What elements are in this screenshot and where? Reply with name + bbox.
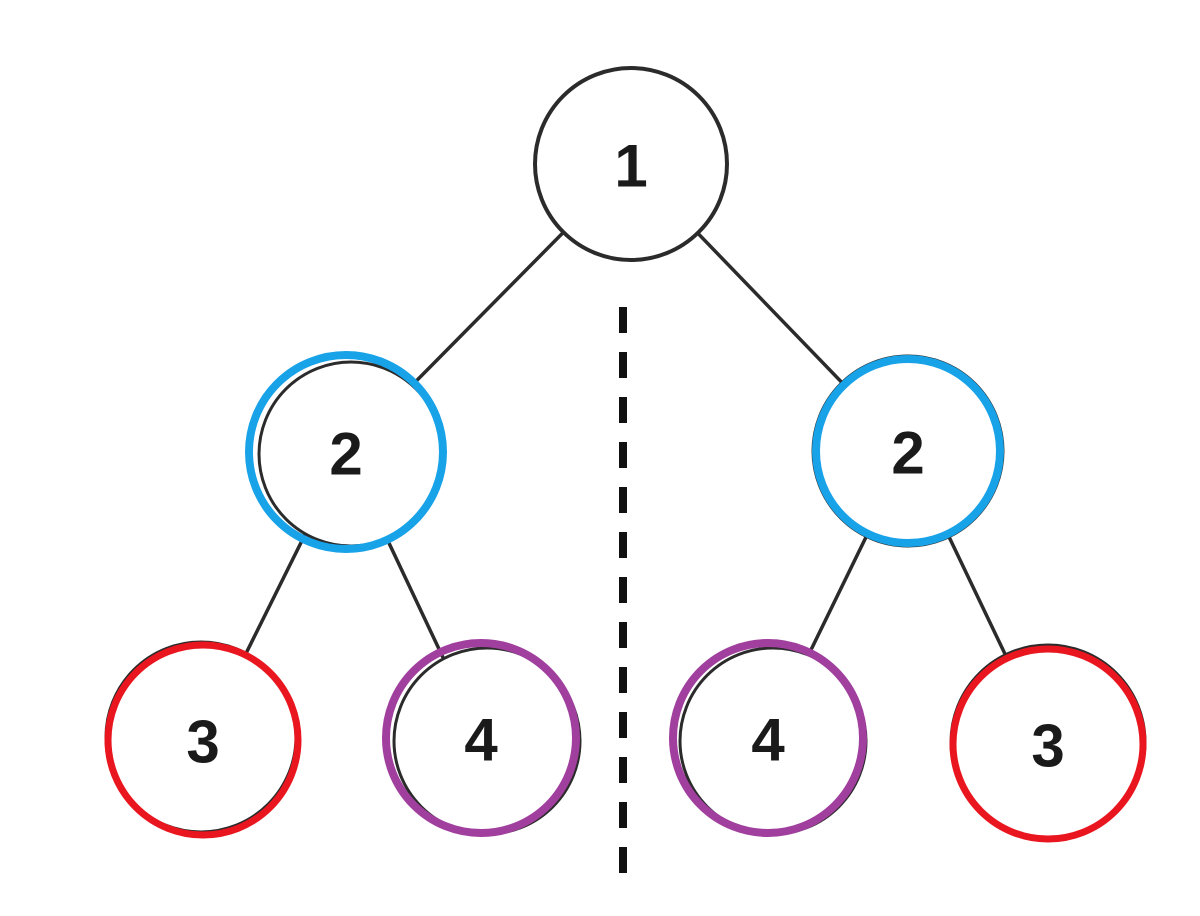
- node-highlight-ring: [245, 351, 447, 553]
- tree-node-left-2: 2: [245, 351, 447, 553]
- tree-node-left-3: 3: [104, 640, 302, 839]
- tree-node-right-3: 3: [949, 643, 1147, 843]
- node-highlight-ring: [949, 645, 1147, 843]
- node-label: 4: [464, 707, 498, 774]
- node-outline-circle: [533, 66, 729, 262]
- node-label: 2: [329, 421, 362, 488]
- tree-node-right-2: 2: [811, 354, 1005, 548]
- node-label: 2: [891, 420, 924, 487]
- tree-node-right-4: 4: [669, 639, 868, 837]
- node-label: 1: [614, 133, 647, 200]
- node-label: 3: [1031, 713, 1064, 780]
- node-label: 3: [186, 709, 219, 776]
- node-highlight-ring: [669, 639, 867, 837]
- node-highlight-ring: [382, 639, 580, 837]
- tree-node-root: 1: [533, 66, 729, 262]
- node-highlight-ring: [104, 641, 302, 839]
- node-label: 4: [751, 707, 785, 774]
- node-highlight-ring: [812, 355, 1004, 547]
- tree-node-left-4: 4: [382, 639, 582, 837]
